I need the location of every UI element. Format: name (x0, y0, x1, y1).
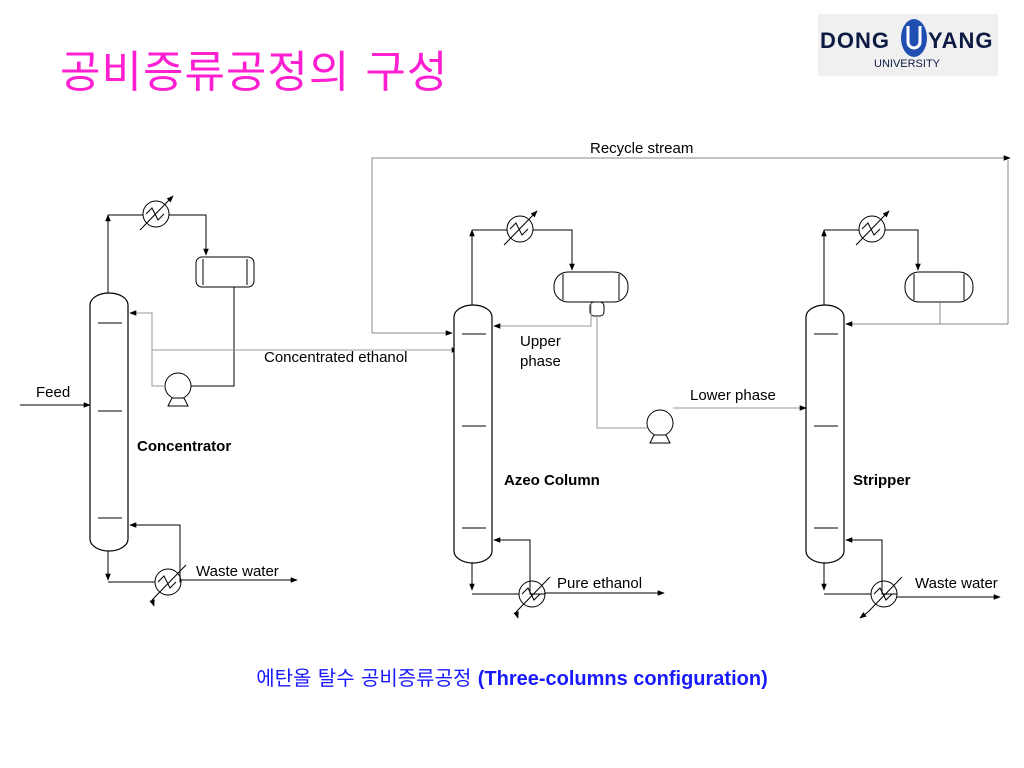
azeo-pump-icon (646, 409, 674, 444)
concentrator-column (89, 292, 129, 552)
concentrator-condenser-icon (139, 195, 174, 231)
caption-korean: 에탄올 탈수 공비증류공정 (256, 666, 472, 690)
page-title: 공비증류공정의 구성 (60, 47, 449, 98)
stripper-column (805, 304, 845, 564)
label-recycle-stream: Recycle stream (590, 140, 693, 157)
university-logo: DONG YANG UNIVERSITY (818, 14, 998, 76)
stripper-condenser-icon (855, 210, 890, 246)
azeo-column (453, 304, 493, 564)
label-concentrator: Concentrator (137, 438, 231, 455)
logo-university: UNIVERSITY (874, 58, 941, 70)
label-waste-water-1: Waste water (196, 563, 279, 580)
label-upper-phase-2: phase (520, 353, 561, 370)
stripper-reflux-drum (904, 271, 974, 303)
stripper-reboiler-icon (859, 576, 903, 619)
label-pure-ethanol: Pure ethanol (557, 575, 642, 592)
logo-word-yang: YANG (928, 28, 994, 53)
azeo-piping (469, 229, 807, 596)
label-upper-phase-1: Upper (520, 333, 561, 350)
azeo-decanter (553, 271, 629, 317)
concentrator-reboiler-icon (149, 564, 187, 607)
logo-u-icon (901, 19, 927, 57)
label-concentrated-ethanol: Concentrated ethanol (264, 349, 407, 366)
azeo-condenser-icon (503, 210, 538, 246)
concentrator-pump-icon (164, 372, 192, 407)
concentrator-piping (20, 214, 459, 583)
stripper-piping (821, 229, 1008, 600)
label-lower-phase: Lower phase (690, 387, 776, 404)
label-waste-water-2: Waste water (915, 575, 998, 592)
label-stripper: Stripper (853, 472, 911, 489)
label-feed: Feed (36, 384, 70, 401)
logo-word-dong: DONG (820, 28, 890, 53)
caption-english: (Three-columns configuration) (477, 668, 768, 690)
recycle-stream-line (371, 155, 1011, 336)
label-azeo-column: Azeo Column (504, 472, 600, 489)
azeo-reboiler-icon (513, 576, 551, 619)
figure-caption: 에탄올 탈수 공비증류공정 (Three-columns configurati… (0, 662, 1024, 691)
concentrator-reflux-drum (195, 256, 255, 288)
